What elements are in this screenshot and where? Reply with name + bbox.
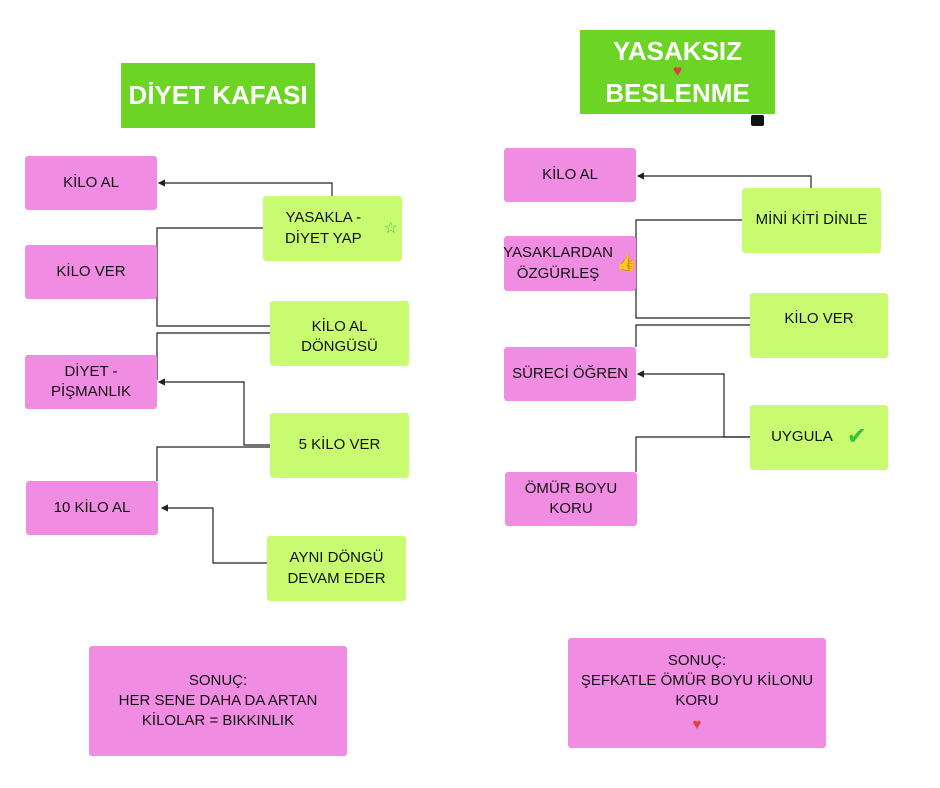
node-kilo-al-right: KİLO AL bbox=[504, 148, 636, 202]
node-kilo-al: KİLO AL bbox=[25, 156, 157, 210]
badge-icon bbox=[751, 115, 764, 126]
heart-icon: ♥ bbox=[692, 716, 702, 734]
node-mini-kiti-dinle: MİNİ KİTİ DİNLE bbox=[742, 188, 881, 253]
connector bbox=[160, 504, 267, 564]
check-icon: ✔ bbox=[846, 423, 867, 451]
left-result: SONUÇ: HER SENE DAHA DA ARTAN KİLOLAR = … bbox=[89, 646, 347, 756]
connector bbox=[635, 436, 750, 472]
connector bbox=[157, 378, 270, 446]
node-sureci-ogren: SÜRECİ ÖĞREN bbox=[504, 347, 636, 401]
right-result: SONUÇ: ŞEFKATLE ÖMÜR BOYU KİLONU KORU ♥ bbox=[568, 638, 826, 748]
node-kilo-al-dongusu: KİLO AL DÖNGÜSÜ bbox=[270, 301, 409, 366]
title-line1: YASAKSIZ bbox=[612, 35, 743, 66]
node-10-kilo-al: 10 KİLO AL bbox=[26, 481, 158, 535]
thumbs-up-icon: 👍 bbox=[616, 254, 637, 272]
connector bbox=[156, 332, 270, 380]
node-omur-boyu-koru: ÖMÜR BOYU KORU bbox=[505, 472, 637, 526]
connector bbox=[635, 324, 750, 347]
star-icon: ☆ bbox=[383, 219, 398, 237]
right-title: YASAKSIZ ♥ BESLENME bbox=[580, 30, 775, 114]
node-yasakla-diyet-yap: YASAKLA - DİYET YAP ☆ bbox=[263, 196, 402, 261]
label: YASAKLARDAN ÖZGÜRLEŞ bbox=[503, 244, 613, 282]
node-5-kilo-ver: 5 KİLO VER bbox=[270, 413, 409, 478]
connector bbox=[636, 172, 812, 188]
connector bbox=[156, 227, 270, 327]
connector bbox=[156, 446, 270, 481]
node-kilo-ver-right: KİLO VER bbox=[750, 293, 888, 358]
title-line2: BESLENME bbox=[605, 78, 750, 108]
connector bbox=[635, 219, 750, 319]
node-ayni-dongu: AYNI DÖNGÜ DEVAM EDER bbox=[267, 536, 406, 601]
node-kilo-ver: KİLO VER bbox=[25, 245, 157, 299]
left-title: DİYET KAFASI bbox=[121, 63, 315, 128]
label: YASAKLA - DİYET YAP bbox=[284, 209, 362, 247]
label: UYGULA bbox=[771, 428, 833, 446]
result-text: SONUÇ: ŞEFKATLE ÖMÜR BOYU KİLONU KORU bbox=[580, 651, 814, 710]
node-diyet-pismanlik: DİYET - PİŞMANLIK bbox=[25, 355, 157, 409]
node-yasaklardan-ozgurles: YASAKLARDAN ÖZGÜRLEŞ👍 bbox=[503, 236, 637, 291]
connector bbox=[636, 370, 750, 438]
node-uygula: UYGULA ✔ bbox=[750, 405, 888, 470]
heart-icon: ♥ bbox=[672, 63, 683, 80]
connector bbox=[157, 179, 333, 196]
